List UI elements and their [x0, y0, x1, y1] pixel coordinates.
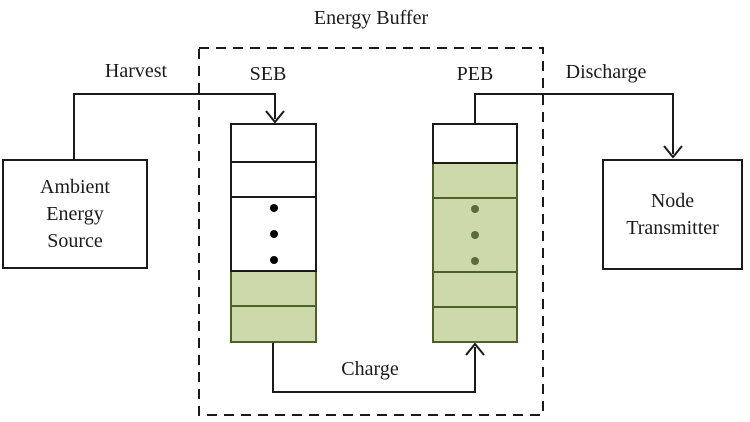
ambient-energy-source-box: Ambient Energy Source	[2, 159, 148, 269]
ellipsis-dot	[269, 256, 278, 264]
ellipsis-dot	[269, 230, 278, 238]
peb-cell-4	[432, 306, 518, 343]
ellipsis-dot	[471, 257, 479, 265]
seb-cell-3	[230, 270, 317, 307]
ellipsis-dot	[269, 204, 278, 212]
harvest-label: Harvest	[104, 60, 168, 82]
seb-cell-4	[230, 305, 317, 343]
peb-cell-0	[432, 123, 518, 164]
ellipsis-dot	[471, 205, 479, 213]
seb-buffer-column	[230, 123, 317, 343]
peb-cell-1	[432, 162, 518, 199]
ambient-energy-source-line: Ambient	[40, 175, 110, 198]
charge-label: Charge	[341, 358, 399, 380]
charge-arrowhead-icon	[465, 342, 485, 356]
node-transmitter-box: Node Transmitter	[602, 159, 743, 270]
node-transmitter-line: Node	[650, 189, 695, 212]
seb-cell-0	[230, 123, 317, 163]
ambient-energy-source-line: Energy	[46, 202, 104, 225]
peb-cell-ellipsis	[432, 197, 518, 273]
ellipsis-dot	[471, 231, 479, 239]
discharge-arrowhead-icon	[663, 145, 683, 159]
harvest-arrowhead-icon	[265, 110, 285, 124]
diagram-title: Energy Buffer	[313, 7, 429, 29]
peb-label: PEB	[456, 63, 494, 85]
seb-cell-1	[230, 161, 317, 198]
seb-label: SEB	[249, 63, 287, 85]
peb-buffer-column	[432, 123, 518, 343]
seb-cell-ellipsis	[230, 196, 317, 272]
ambient-energy-source-line: Source	[47, 229, 103, 252]
peb-cell-3	[432, 271, 518, 308]
discharge-label: Discharge	[565, 61, 647, 83]
node-transmitter-line: Transmitter	[626, 216, 719, 239]
